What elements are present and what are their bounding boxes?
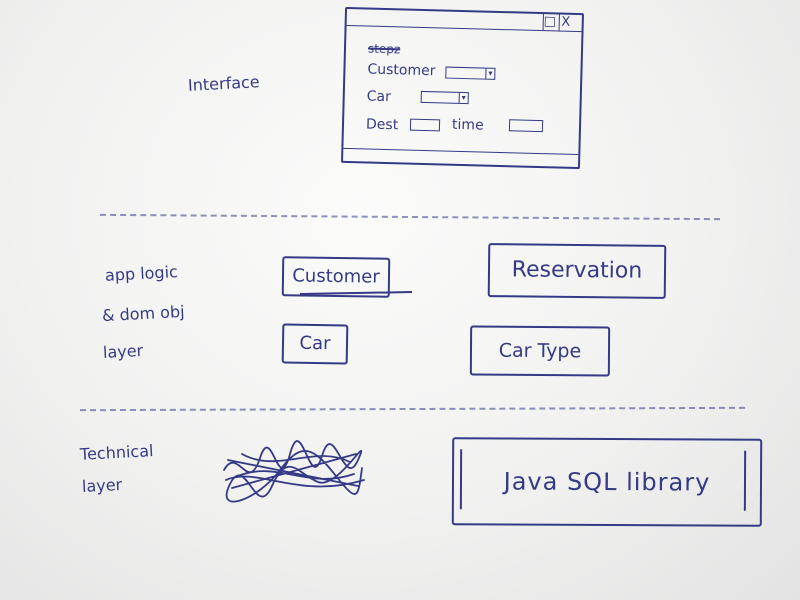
interface-layer-label: Interface xyxy=(187,72,261,95)
java-sql-library-box: Java SQL library xyxy=(451,437,763,527)
time-input[interactable] xyxy=(508,119,544,133)
scribbled-out-element xyxy=(218,440,368,504)
customer-dropdown[interactable]: ▾ xyxy=(445,66,496,80)
technical-layer-label-line-1: Technical xyxy=(79,441,154,464)
car-type-class-label: Car Type xyxy=(498,339,582,363)
layer-divider-2 xyxy=(79,406,746,412)
close-icon[interactable]: X xyxy=(558,14,572,31)
chevron-down-icon: ▾ xyxy=(485,68,495,79)
car-type-class-box: Car Type xyxy=(469,325,611,377)
maximize-icon[interactable]: □ xyxy=(542,14,557,31)
window-footer-divider xyxy=(343,147,579,156)
reservation-class-box: Reservation xyxy=(487,243,667,299)
app-layer-label-line-1: app logic xyxy=(104,262,179,285)
customer-class-label: Customer xyxy=(292,265,380,288)
layer-divider-1 xyxy=(100,213,720,221)
scribble-icon xyxy=(223,440,365,503)
car-class-box: Car xyxy=(281,323,349,365)
interface-window-sketch: □ X stepz Customer ▾ Car ▾ Dest time xyxy=(340,6,585,170)
java-sql-library-inner-box xyxy=(459,449,747,511)
dest-field-label: Dest xyxy=(365,116,399,134)
chevron-down-icon: ▾ xyxy=(458,92,468,104)
car-field-label: Car xyxy=(366,88,392,106)
struck-out-word: stepz xyxy=(367,41,401,57)
customer-field-label: Customer xyxy=(367,61,436,80)
car-class-label: Car xyxy=(299,332,331,355)
reservation-class-label: Reservation xyxy=(511,257,643,284)
technical-layer-label-line-2: layer xyxy=(81,474,123,497)
dest-input[interactable] xyxy=(409,118,441,132)
time-field-label: time xyxy=(451,116,484,134)
app-layer-label-line-3: layer xyxy=(102,340,144,363)
car-dropdown[interactable]: ▾ xyxy=(420,90,469,105)
app-layer-label-line-2: & dom obj xyxy=(101,301,185,326)
